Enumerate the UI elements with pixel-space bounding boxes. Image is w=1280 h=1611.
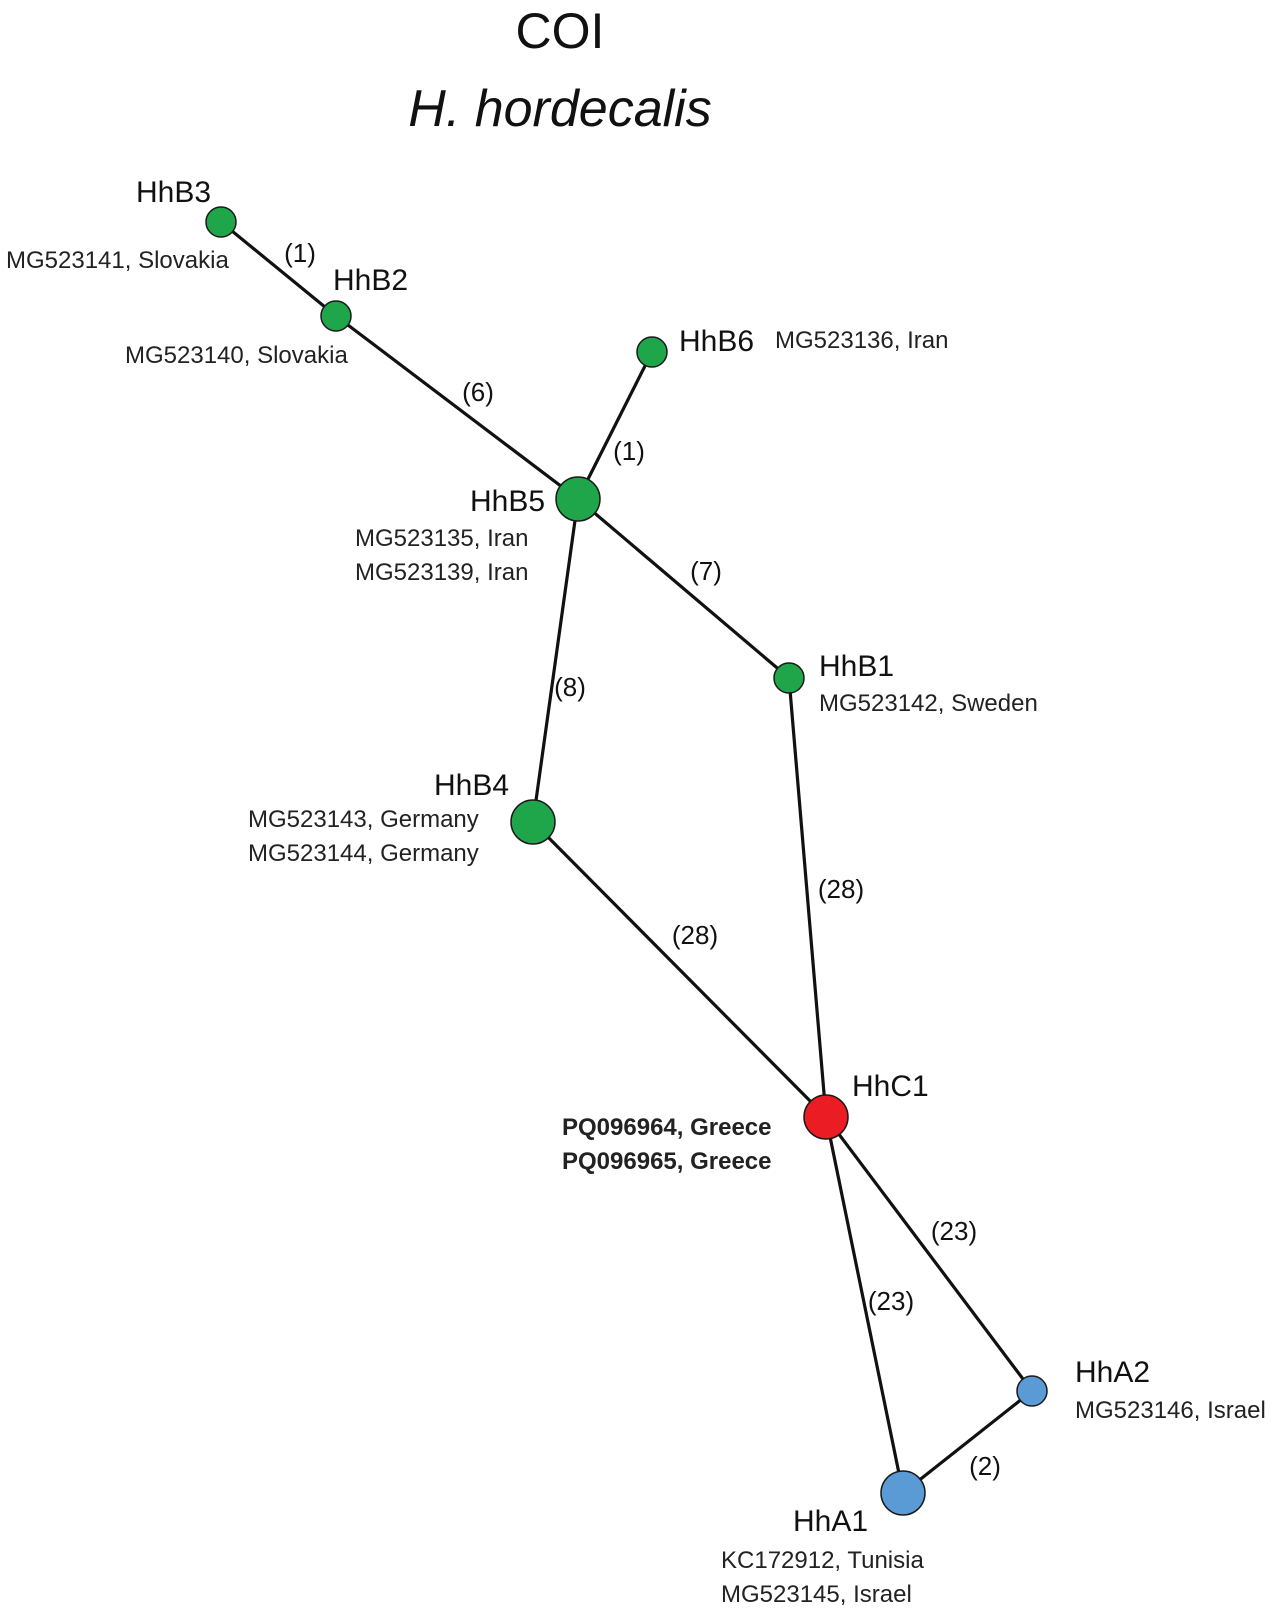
haplotype-node-hhb2 <box>320 300 352 332</box>
edges-layer <box>219 220 1034 1495</box>
haplotype-node-hhb4 <box>510 799 556 845</box>
edge-mutation-label: (8) <box>554 672 586 702</box>
edge-hhb3-hhb2 <box>219 220 338 318</box>
edge-hhb5-hhb1 <box>576 497 791 680</box>
haplotype-name-hhb1: HhB1 <box>819 650 894 683</box>
edge-mutation-label: (28) <box>818 874 864 904</box>
haplotype-node-hhb5 <box>555 476 601 522</box>
accession-label: MG523140, Slovakia <box>125 342 348 369</box>
haplotype-node-hha2 <box>1016 1375 1048 1407</box>
haplotype-name-hhb4: HhB4 <box>434 769 509 802</box>
haplotype-node-hhc1 <box>803 1094 849 1140</box>
edge-hhb4-hhc1 <box>531 820 828 1119</box>
edge-mutation-label: (28) <box>672 920 718 950</box>
edge-mutation-label: (1) <box>613 436 645 466</box>
accession-label: MG523144, Germany <box>248 840 479 867</box>
edge-mutation-label: (1) <box>284 238 316 268</box>
accession-label: MG523142, Sweden <box>819 690 1038 717</box>
network-subtitle: H. hordecalis <box>408 80 711 138</box>
haplotype-name-hhc1: HhC1 <box>852 1070 929 1103</box>
edge-mutation-label: (23) <box>868 1286 914 1316</box>
haplotype-node-hha1 <box>880 1470 926 1516</box>
edge-hhb2-hhb5 <box>335 314 579 501</box>
edge-mutation-label: (6) <box>462 377 494 407</box>
haplotype-node-hhb3 <box>205 206 237 238</box>
edge-hhb5-hhb4 <box>531 498 580 823</box>
haplotype-name-hha1: HhA1 <box>793 1505 868 1538</box>
accession-label: PQ096965, Greece <box>562 1148 772 1175</box>
labels-layer: (1) (6) (1) (7) (8) (28) (28) (23) (23) (2) HhB3MG… <box>6 176 1266 1608</box>
edge-hhb1-hhc1 <box>787 677 828 1118</box>
haplotype-name-hha2: HhA2 <box>1075 1356 1150 1389</box>
accession-label: MG523146, Israel <box>1075 1397 1266 1424</box>
accession-label: MG523139, Iran <box>355 559 528 586</box>
haplotype-name-hhb2: HhB2 <box>333 264 408 297</box>
accession-label: MG523145, Israel <box>721 1581 912 1608</box>
haplotype-name-hhb3: HhB3 <box>136 176 211 209</box>
nodes-layer <box>205 206 1048 1516</box>
network-title: COI <box>516 3 605 59</box>
accession-label: MG523143, Germany <box>248 806 479 833</box>
edge-hhc1-hha1 <box>824 1116 905 1494</box>
accession-label: MG523136, Iran <box>775 327 948 354</box>
edge-mutation-label: (23) <box>931 1216 977 1246</box>
accession-label: MG523141, Slovakia <box>6 247 229 274</box>
haplotype-name-hhb6: HhB6 <box>679 325 754 358</box>
edge-mutation-label: (2) <box>969 1451 1001 1481</box>
accession-label: MG523135, Iran <box>355 525 528 552</box>
accession-label: KC172912, Tunisia <box>721 1547 924 1574</box>
edge-mutation-label: (7) <box>690 556 722 586</box>
haplotype-name-hhb5: HhB5 <box>470 485 545 518</box>
haplotype-node-hhb1 <box>773 662 805 694</box>
edge-hhb6-hhb5 <box>576 351 654 500</box>
edge-hhc1-hha2 <box>824 1116 1034 1392</box>
haplotype-node-hhb6 <box>636 336 668 368</box>
edge-hha1-hha2 <box>902 1389 1033 1495</box>
accession-label: PQ096964, Greece <box>562 1114 772 1141</box>
